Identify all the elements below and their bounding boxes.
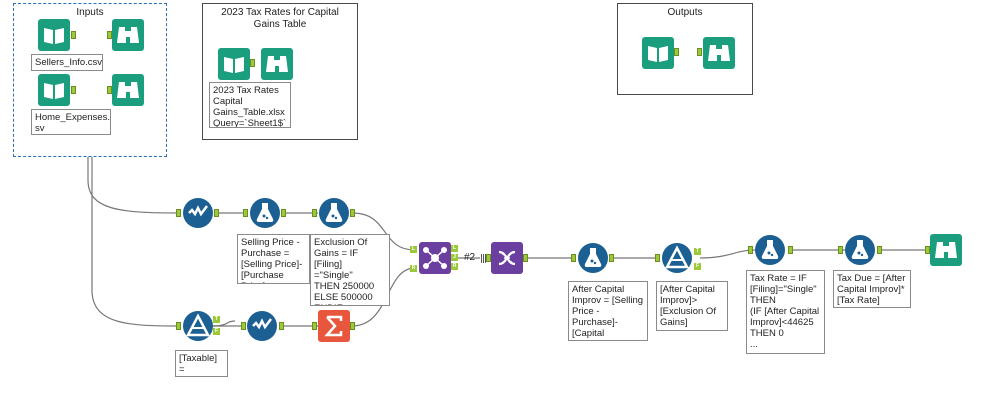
dynamic-input-icon[interactable] [490, 241, 524, 275]
browse-icon[interactable] [702, 36, 736, 70]
taxable-filter-annotation: [Taxable] = "True" [175, 350, 228, 377]
selling-price-formula-annotation: Selling Price - Purchase = [Selling Pric… [237, 234, 310, 284]
input-anchor[interactable] [655, 254, 660, 262]
after-cap-filter-annotation: [After Capital Improv]> [Exclusion Of Ga… [656, 281, 728, 331]
output-anchor[interactable] [788, 246, 793, 254]
input-anchor[interactable] [486, 254, 491, 262]
input-anchor[interactable] [925, 246, 930, 254]
tax-rate-formula-annotation: Tax Rate = IF [Filing]="Single" THEN (IF… [746, 270, 825, 354]
join-left-output-anchor[interactable]: L [451, 245, 458, 252]
input-anchor[interactable] [107, 86, 112, 94]
connection-marker [481, 254, 487, 263]
input-anchor[interactable] [748, 246, 753, 254]
filter-icon[interactable] [660, 241, 694, 275]
input-anchor[interactable] [312, 322, 317, 330]
false-anchor[interactable]: F [694, 263, 701, 270]
output-anchor[interactable] [523, 254, 528, 262]
left-anchor[interactable]: L [410, 246, 417, 253]
output-anchor[interactable] [279, 322, 284, 330]
input-data-icon[interactable] [37, 18, 71, 52]
select-icon[interactable] [181, 196, 215, 230]
browse-icon[interactable] [111, 73, 145, 107]
output-anchor[interactable] [71, 31, 76, 39]
input-anchor[interactable] [176, 322, 181, 330]
browse-icon[interactable] [929, 233, 963, 267]
output-anchor[interactable] [877, 246, 882, 254]
output-anchor[interactable] [350, 209, 355, 217]
browse-icon[interactable] [111, 18, 145, 52]
container-title: Outputs [667, 7, 703, 18]
wildcard-connection-label: #2 [464, 252, 476, 263]
input-anchor[interactable] [571, 254, 576, 262]
input-anchor[interactable] [243, 209, 248, 217]
join-output-anchor[interactable]: J [451, 254, 458, 261]
input-anchor[interactable] [312, 209, 317, 217]
input-data-icon[interactable] [641, 36, 675, 70]
output-anchor[interactable] [281, 209, 286, 217]
filter-icon[interactable] [181, 309, 215, 343]
right-anchor[interactable]: R [410, 265, 417, 272]
output-anchor[interactable] [214, 209, 219, 217]
container-title: 2023 Tax Rates for Capital Gains Table [221, 7, 339, 30]
false-anchor[interactable]: F [213, 328, 220, 335]
formula-icon[interactable] [753, 233, 787, 267]
true-anchor[interactable]: T [213, 316, 220, 323]
formula-icon[interactable] [576, 241, 610, 275]
input-anchor[interactable] [241, 322, 246, 330]
select-icon[interactable] [245, 309, 279, 343]
tax-due-formula-annotation: Tax Due = [After Capital Improv]* [Tax R… [833, 270, 911, 308]
input-anchor[interactable] [838, 246, 843, 254]
after-cap-improv-formula-annotation: After Capital Improv = [Selling Price - … [568, 281, 648, 341]
summarize-icon[interactable] [317, 309, 351, 343]
join-right-output-anchor[interactable]: R [451, 263, 458, 270]
input-anchor[interactable] [176, 209, 181, 217]
input-data-icon[interactable] [37, 73, 71, 107]
output-anchor[interactable] [350, 322, 355, 330]
formula-icon[interactable] [317, 196, 351, 230]
tax-rates-input-annotation: 2023 Tax Rates Capital Gains_Table.xlsx … [209, 82, 291, 128]
input-anchor[interactable] [697, 48, 702, 56]
output-anchor[interactable] [674, 48, 679, 56]
input-data-icon[interactable] [217, 47, 251, 81]
exclusion-formula-annotation: Exclusion Of Gains = IF [Filing] ="Singl… [310, 234, 390, 306]
formula-icon[interactable] [843, 233, 877, 267]
join-icon[interactable] [418, 241, 452, 275]
output-anchor[interactable] [250, 59, 255, 67]
output-anchor[interactable] [71, 86, 76, 94]
output-anchor[interactable] [609, 254, 614, 262]
input-anchor[interactable] [107, 31, 112, 39]
browse-icon[interactable] [260, 47, 294, 81]
true-anchor[interactable]: T [694, 248, 701, 255]
home-expenses-annotation: Home_Expenses.c sv [31, 109, 111, 135]
sellers-info-annotation: Sellers_Info.csv [31, 54, 103, 71]
container-title: Inputs [76, 7, 104, 18]
formula-icon[interactable] [248, 196, 282, 230]
